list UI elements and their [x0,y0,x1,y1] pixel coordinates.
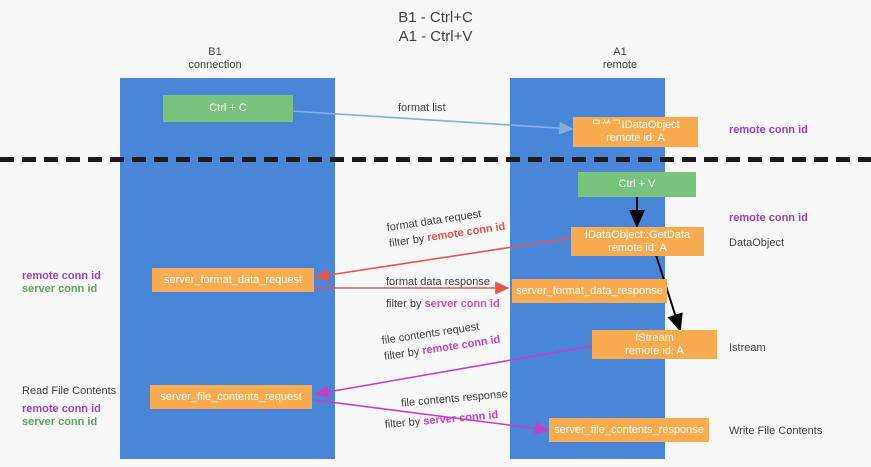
annotation-remote-conn-id-top: remote conn id [729,124,808,136]
box-idataobject-top-line2: remote id: A [606,132,665,144]
annotation-read-file-contents: Read File Contents [22,385,117,397]
box-ctrl-v[interactable]: Ctrl + V [578,172,696,197]
box-istream-line2: remote id: A [625,344,684,357]
box-istream[interactable]: IStream remote id: A [592,330,717,359]
annotation-bottom-remote-conn-id: remote conn id [22,403,101,415]
box-server-file-contents-response[interactable]: server_file_contents_response [549,418,709,442]
column-caption-b1: B1 connection [135,46,295,72]
box-server-format-data-request-label: server_format_data_request [163,273,303,286]
annotation-bottom-server-conn-id: server conn id [22,416,98,428]
label-file-contents-request-filter-prefix: filter by [383,345,424,363]
box-ctrl-v-label: Ctrl + V [618,178,656,190]
page-title: B1 - Ctrl+C A1 - Ctrl+V [0,8,871,46]
box-ctrl-c-label: Ctrl + C [209,102,247,114]
box-istream-line1: IStream [635,331,674,344]
box-ctrl-c[interactable]: Ctrl + C [163,95,293,122]
label-file-contents-response-group: file contents response filter by server … [383,387,511,432]
column-caption-a1-name: A1 [613,46,627,58]
annotation-istream: Istream [729,342,766,354]
annotation-mid-remote-conn-id: remote conn id [22,270,101,282]
box-idataobject-getdata-line1: IDataObject::GetData [584,228,691,241]
annotation-dataobject: DataObject [729,237,785,249]
label-file-contents-request-group: file contents request filter by remote c… [381,317,502,364]
box-server-file-contents-request[interactable]: server_file_contents_request [150,385,312,409]
box-idataobject-top[interactable]: ᄆᄊᄀIDataObject remote id: A [573,117,698,147]
box-server-format-data-response[interactable]: server_format_data_response [512,279,667,303]
label-format-data-response-filter-key: server conn id [424,298,500,310]
label-file-contents-response-filter-key: server conn id [422,409,499,428]
label-format-data-request-filter-prefix: filter by [388,232,429,250]
label-file-contents-response-filter: filter by server conn id [384,407,510,432]
column-caption-b1-role: connection [188,59,242,71]
label-format-data-request-group: format data request filter by remote con… [386,204,507,251]
box-idataobject-getdata-line2: remote id: A [608,241,667,254]
label-format-data-response: format data response [386,276,490,288]
box-server-format-data-request[interactable]: server_format_data_request [152,268,314,292]
annotation-mid-server-conn-id: server conn id [22,283,98,295]
box-server-file-contents-response-label: server_file_contents_response [554,423,704,436]
column-caption-a1: A1 remote [540,46,700,72]
box-idataobject-top-line1: ᄆᄊᄀIDataObject [591,119,680,131]
label-format-data-response-filter: filter by server conn id [386,297,500,311]
column-caption-a1-role: remote [602,59,638,71]
annotation-remote-conn-id-mid: remote conn id [729,212,808,224]
annotation-write-file-contents: Write File Contents [729,425,823,437]
label-file-contents-response: file contents response [400,388,509,410]
label-format-list: format list [398,102,446,114]
label-format-data-response-filter-prefix: filter by [386,298,425,310]
label-format-data-response-group: format data response filter by server co… [386,275,500,311]
phase-divider [0,157,871,162]
page-title-line-2: A1 - Ctrl+V [398,28,473,45]
label-file-contents-response-filter-prefix: filter by [384,415,424,431]
page-title-line-1: B1 - Ctrl+C [398,9,473,26]
column-caption-b1-name: B1 [208,46,222,58]
box-server-file-contents-request-label: server_file_contents_request [160,390,302,403]
box-server-format-data-response-label: server_format_data_response [516,284,663,297]
box-idataobject-getdata[interactable]: IDataObject::GetData remote id: A [571,227,704,256]
